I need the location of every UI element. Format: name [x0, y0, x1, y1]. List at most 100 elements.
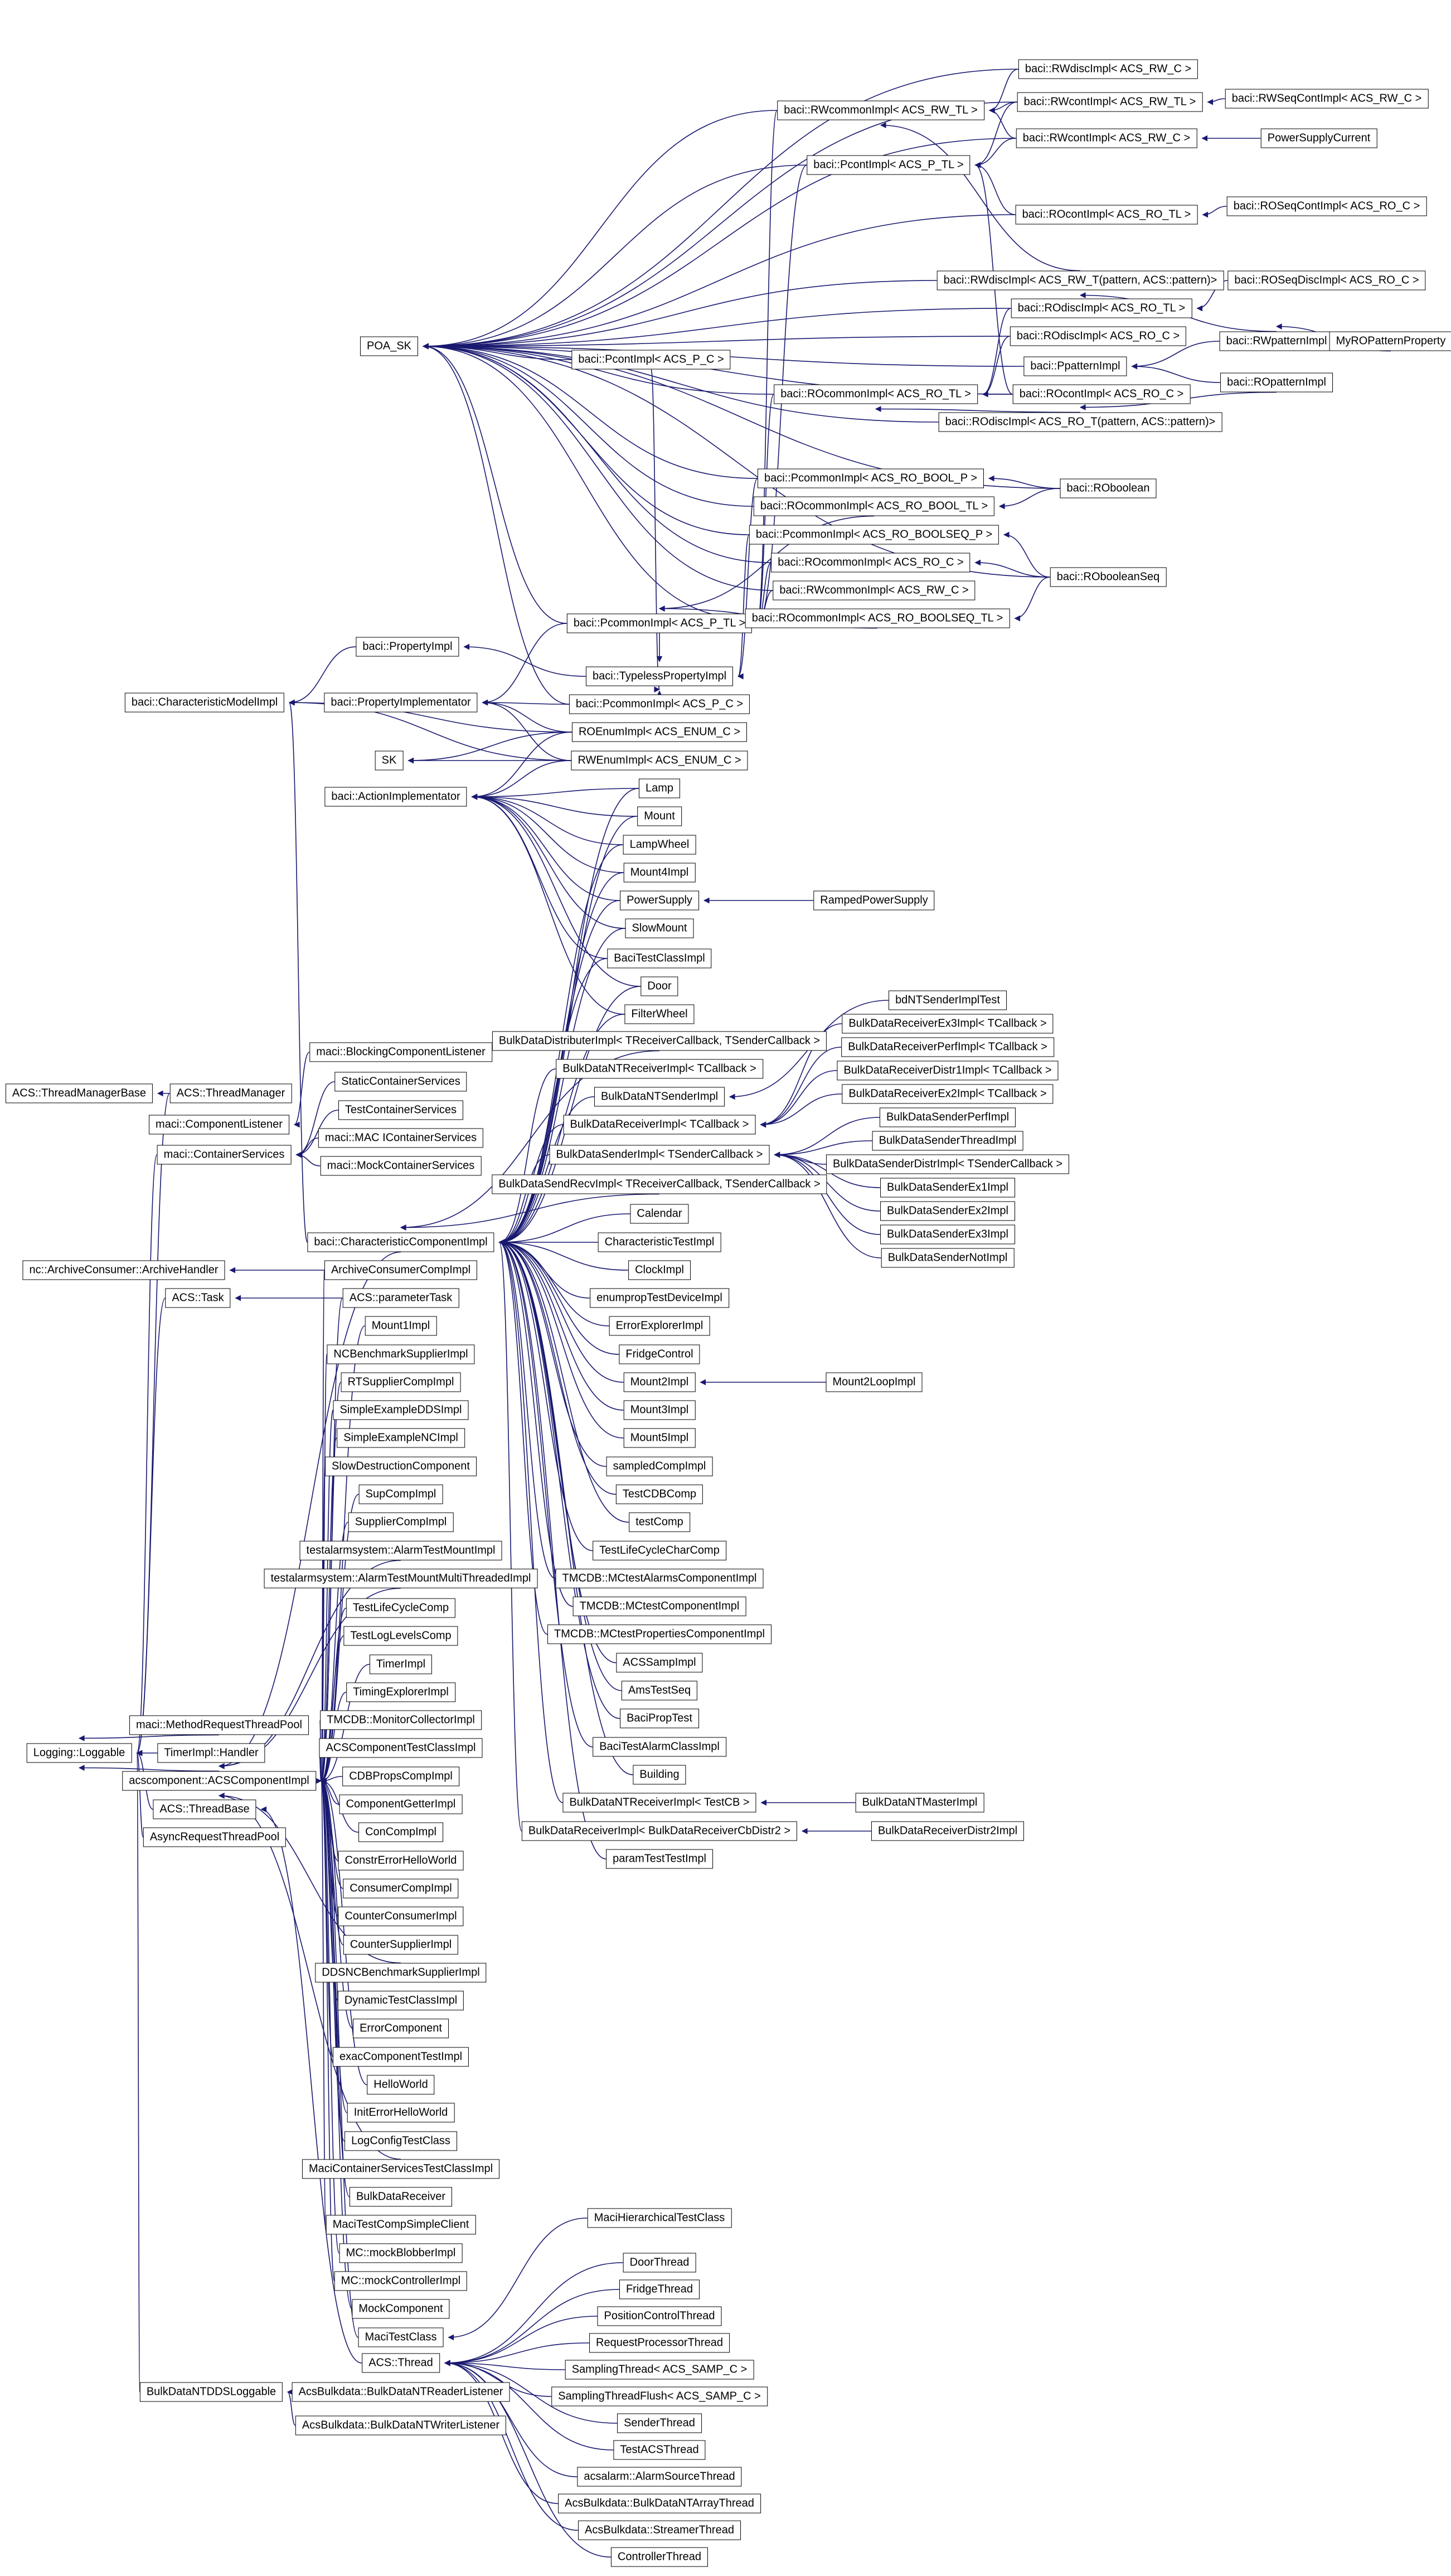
class-node-loggable[interactable]: Logging::Loggable: [26, 1743, 132, 1763]
class-node-supcompimpl[interactable]: SupCompImpl: [358, 1484, 443, 1504]
class-node-componentgetterimpl[interactable]: ComponentGetterImpl: [339, 1794, 463, 1814]
class-node-testcontainerservices[interactable]: TestContainerServices: [338, 1100, 464, 1120]
class-node-rtsuppliercompimpl[interactable]: RTSupplierCompImpl: [341, 1372, 461, 1392]
class-node-tmcdb_mctestproperties[interactable]: TMCDB::MCtestPropertiesComponentImpl: [547, 1624, 771, 1644]
class-node-positioncontrolthread[interactable]: PositionControlThread: [597, 2306, 722, 2326]
class-node-robooleanseq[interactable]: baci::RObooleanSeq: [1050, 567, 1167, 587]
class-node-bdsenderthread[interactable]: BulkDataSenderThreadImpl: [872, 1131, 1023, 1151]
class-node-ppatternimpl[interactable]: baci::PpatternImpl: [1023, 356, 1127, 376]
class-node-rocommon_ro_tl[interactable]: baci::ROcommonImpl< ACS_RO_TL >: [774, 384, 978, 404]
class-node-simpleexamplencimpl[interactable]: SimpleExampleNCImpl: [337, 1428, 465, 1448]
class-node-roseqcont_ro_c[interactable]: baci::ROSeqContImpl< ACS_RO_C >: [1226, 196, 1427, 216]
class-node-lampwheel[interactable]: LampWheel: [623, 835, 696, 855]
class-node-bdsenderex1[interactable]: BulkDataSenderEx1Impl: [880, 1178, 1015, 1198]
class-node-mount1impl[interactable]: Mount1Impl: [365, 1316, 437, 1336]
class-node-charmodel[interactable]: baci::CharacteristicModelImpl: [124, 693, 285, 713]
class-node-timingexplorerimpl[interactable]: TimingExplorerImpl: [346, 1682, 455, 1702]
class-node-rampedpowersupply[interactable]: RampedPowerSupply: [813, 890, 935, 911]
class-node-doorthread[interactable]: DoorThread: [623, 2253, 696, 2273]
class-node-counterconsumerimpl[interactable]: CounterConsumerImpl: [338, 1906, 464, 1926]
class-node-amstestseq[interactable]: AmsTestSeq: [621, 1681, 698, 1701]
class-node-rocommon_ro_bool_tl[interactable]: baci::ROcommonImpl< ACS_RO_BOOL_TL >: [753, 496, 995, 516]
class-node-slowmount[interactable]: SlowMount: [625, 918, 694, 938]
class-node-poa_sk[interactable]: POA_SK: [360, 336, 419, 356]
class-node-acscomponenttestclassimpl[interactable]: ACSComponentTestClassImpl: [319, 1738, 483, 1758]
class-node-myropatternproperty[interactable]: MyROPatternProperty: [1329, 331, 1451, 351]
class-node-bulkdatadistributerimpl[interactable]: BulkDataDistributerImpl< TReceiverCallba…: [492, 1031, 827, 1051]
class-node-fridgethread[interactable]: FridgeThread: [619, 2279, 700, 2299]
class-node-propertyimpl[interactable]: baci::PropertyImpl: [356, 637, 459, 657]
class-node-testacsthread[interactable]: TestACSThread: [613, 2440, 706, 2460]
class-node-threadbase[interactable]: ACS::ThreadBase: [153, 1799, 256, 1819]
class-node-bacitestalarmclassimpl[interactable]: BaciTestAlarmClassImpl: [593, 1737, 726, 1757]
class-node-mount[interactable]: Mount: [637, 806, 682, 826]
class-node-logconfigtestclass[interactable]: LogConfigTestClass: [344, 2131, 457, 2151]
class-node-roboolean[interactable]: baci::ROboolean: [1060, 478, 1157, 498]
class-node-errorexplorerimpl[interactable]: ErrorExplorerImpl: [609, 1316, 710, 1336]
class-node-bulkdatasenderimpl[interactable]: BulkDataSenderImpl< TSenderCallback >: [549, 1145, 770, 1165]
class-node-rwcommon_rw_tl[interactable]: baci::RWcommonImpl< ACS_RW_TL >: [777, 100, 984, 120]
class-node-rodisc_ro_tl[interactable]: baci::ROdiscImpl< ACS_RO_TL >: [1011, 298, 1192, 318]
class-node-rwdisc_rw_c[interactable]: baci::RWdiscImpl< ACS_RW_C >: [1018, 59, 1198, 79]
class-node-archiveconsumercompimpl[interactable]: ArchiveConsumerCompImpl: [324, 1260, 478, 1280]
class-node-bdrecperf[interactable]: BulkDataReceiverPerfImpl< TCallback >: [841, 1037, 1054, 1057]
class-node-bulkdatasendrecvimpl[interactable]: BulkDataSendRecvImpl< TReceiverCallback,…: [492, 1174, 827, 1194]
class-node-bulkdatantddsloggable[interactable]: BulkDataNTDDSLoggable: [139, 2382, 283, 2402]
class-node-fridgecontrol[interactable]: FridgeControl: [619, 1344, 700, 1364]
class-node-building[interactable]: Building: [633, 1765, 686, 1785]
class-node-rodisc_pattern[interactable]: baci::ROdiscImpl< ACS_RO_T(pattern, ACS:…: [938, 412, 1222, 432]
class-node-testcomp[interactable]: testComp: [629, 1512, 690, 1532]
class-node-roseqdisc_ro_c[interactable]: baci::ROSeqDiscImpl< ACS_RO_C >: [1227, 270, 1426, 290]
class-node-componentlistener[interactable]: maci::ComponentListener: [149, 1115, 289, 1135]
class-node-rwpatternimpl[interactable]: baci::RWpatternImpl: [1219, 331, 1334, 351]
class-node-pcont_p_tl[interactable]: baci::PcontImpl< ACS_P_TL >: [807, 155, 970, 175]
class-node-pcont_p_c[interactable]: baci::PcontImpl< ACS_P_C >: [571, 350, 731, 370]
class-node-blockingcomponentlistener[interactable]: maci::BlockingComponentListener: [309, 1042, 492, 1062]
class-node-tmcdb_mctestcomponent[interactable]: TMCDB::MCtestComponentImpl: [572, 1596, 746, 1616]
class-node-sk[interactable]: SK: [375, 750, 404, 771]
class-node-propertyimplementator[interactable]: baci::PropertyImplementator: [324, 693, 478, 713]
class-node-controllerthread[interactable]: ControllerThread: [610, 2547, 708, 2567]
class-node-macicontainerservices[interactable]: maci::MAC IContainerServices: [318, 1128, 484, 1148]
class-node-macitestcompsimpleclient[interactable]: MaciTestCompSimpleClient: [326, 2215, 476, 2235]
class-node-mount2loopimpl[interactable]: Mount2LoopImpl: [826, 1372, 923, 1392]
class-node-helloworld[interactable]: HelloWorld: [367, 2075, 435, 2095]
class-node-dynamictestclassimpl[interactable]: DynamicTestClassImpl: [337, 1991, 464, 2011]
class-node-rwcont_rw_tl[interactable]: baci::RWcontImpl< ACS_RW_TL >: [1017, 92, 1203, 112]
class-node-simpleexampleddsimpl[interactable]: SimpleExampleDDSImpl: [333, 1400, 469, 1420]
class-node-bdsenderex2[interactable]: BulkDataSenderEx2Impl: [880, 1201, 1015, 1221]
class-node-charcomp[interactable]: baci::CharacteristicComponentImpl: [307, 1232, 494, 1252]
class-node-mount5impl[interactable]: Mount5Impl: [623, 1428, 696, 1448]
class-node-archivehandler[interactable]: nc::ArchiveConsumer::ArchiveHandler: [22, 1260, 225, 1280]
class-node-bulkdatantsenderimpl[interactable]: BulkDataNTSenderImpl: [594, 1087, 725, 1107]
class-node-threadmanager[interactable]: ACS::ThreadManager: [169, 1083, 292, 1103]
class-node-staticcontainerservices[interactable]: StaticContainerServices: [334, 1072, 467, 1092]
class-node-rwseqcont_rw_c[interactable]: baci::RWSeqContImpl< ACS_RW_C >: [1225, 89, 1429, 109]
class-node-pcommon_p_tl[interactable]: baci::PcommonImpl< ACS_P_TL >: [566, 613, 753, 633]
class-node-rocommon_ro_c[interactable]: baci::ROcommonImpl< ACS_RO_C >: [771, 553, 970, 573]
class-node-bdrecdistr1[interactable]: BulkDataReceiverDistr1Impl< TCallback >: [837, 1061, 1059, 1081]
class-node-lamp[interactable]: Lamp: [638, 778, 681, 798]
class-node-parametertask[interactable]: ACS::parameterTask: [342, 1288, 459, 1308]
class-node-bulkdatantreceiverimpl_tcb[interactable]: BulkDataNTReceiverImpl< TCallback >: [556, 1059, 763, 1079]
class-node-bdsendernot[interactable]: BulkDataSenderNotImpl: [881, 1248, 1015, 1268]
class-node-calendar[interactable]: Calendar: [630, 1204, 689, 1224]
class-node-timerimpl[interactable]: TimerImpl: [369, 1654, 433, 1674]
class-node-acsthread[interactable]: ACS::Thread: [362, 2353, 440, 2373]
class-node-countersupplierimpl[interactable]: CounterSupplierImpl: [343, 1935, 459, 1955]
class-node-rwcont_rw_c[interactable]: baci::RWcontImpl< ACS_RW_C >: [1016, 128, 1197, 148]
class-node-bulkdatantarraythread[interactable]: AcsBulkdata::BulkDataNTArrayThread: [558, 2493, 761, 2514]
class-node-bulkdatareceiver[interactable]: BulkDataReceiver: [349, 2187, 453, 2207]
class-node-acssampimpl[interactable]: ACSSampImpl: [616, 1653, 703, 1673]
class-node-bulkdatantreceiverimpl_testcb[interactable]: BulkDataNTReceiverImpl< TestCB >: [562, 1793, 756, 1813]
class-node-rocont_ro_c[interactable]: baci::ROcontImpl< ACS_RO_C >: [1012, 384, 1191, 404]
class-node-mc_mockblobberimpl[interactable]: MC::mockBlobberImpl: [339, 2243, 463, 2263]
class-node-senderthread[interactable]: SenderThread: [617, 2413, 702, 2433]
class-node-mount2impl[interactable]: Mount2Impl: [623, 1372, 696, 1392]
class-node-rwdisc_pattern[interactable]: baci::RWdiscImpl< ACS_RW_T(pattern, ACS:…: [936, 270, 1224, 290]
class-node-clockimpl[interactable]: ClockImpl: [628, 1260, 691, 1280]
class-node-mount3impl[interactable]: Mount3Impl: [623, 1400, 696, 1420]
class-node-macihierarchicaltestclass[interactable]: MaciHierarchicalTestClass: [587, 2208, 732, 2228]
class-node-bdrecex3[interactable]: BulkDataReceiverEx3Impl< TCallback >: [842, 1014, 1054, 1034]
class-node-concompimpl[interactable]: ConCompImpl: [358, 1822, 443, 1842]
